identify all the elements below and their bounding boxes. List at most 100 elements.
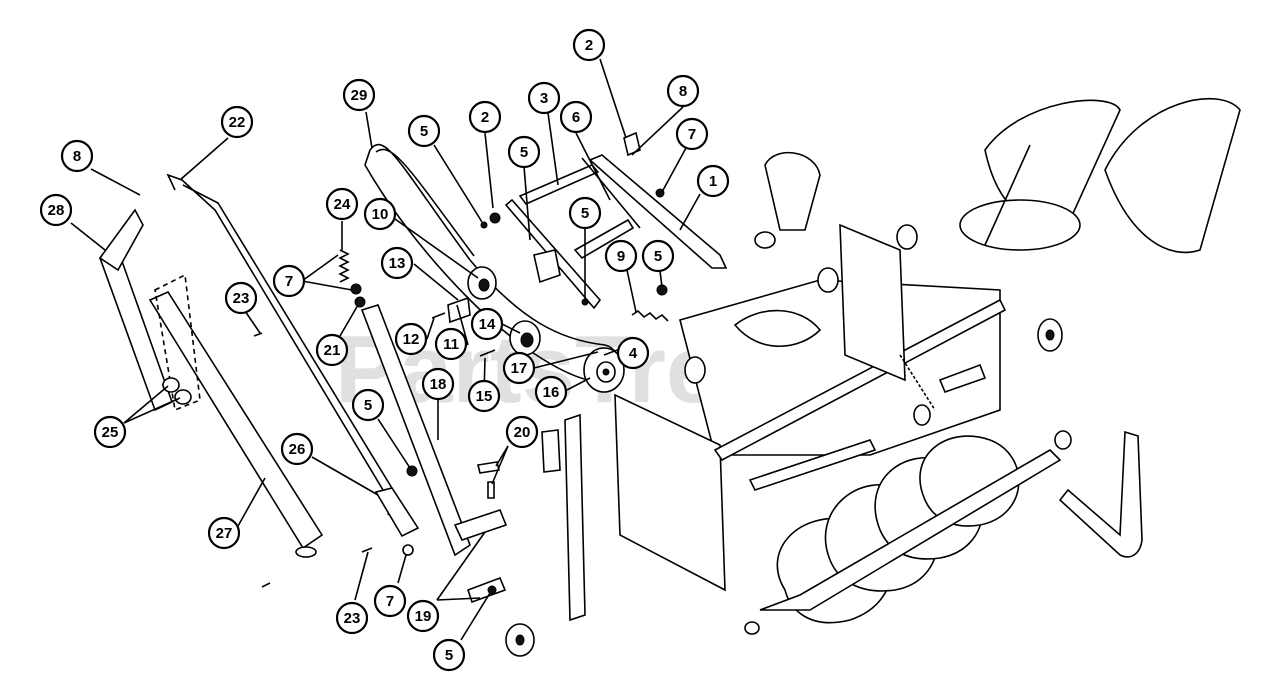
parts-artwork (98, 97, 1241, 657)
callout-26[interactable]: 26 (280, 432, 314, 466)
callout-5-b[interactable]: 5 (507, 135, 541, 169)
sprocket-top (817, 267, 839, 293)
callout-7-a-label: 7 (285, 273, 293, 290)
callout-24-label: 24 (334, 196, 351, 213)
callout-16-label: 16 (543, 384, 560, 401)
callout-5-a[interactable]: 5 (407, 114, 441, 148)
washer-25b (174, 389, 192, 405)
callout-18[interactable]: 18 (421, 367, 455, 401)
washer-7-lower (402, 544, 414, 556)
callout-7-a[interactable]: 7 (272, 264, 306, 298)
callout-2-left[interactable]: 2 (468, 100, 502, 134)
callout-16[interactable]: 16 (534, 375, 568, 409)
pin-23-lower (361, 547, 373, 553)
callout-2-top[interactable]: 2 (572, 28, 606, 62)
callout-4[interactable]: 4 (616, 336, 650, 370)
callout-20[interactable]: 20 (505, 415, 539, 449)
callout-22[interactable]: 22 (220, 105, 254, 139)
callout-8-right-label: 8 (679, 83, 687, 100)
leader-6 (575, 132, 611, 201)
callout-4-label: 4 (629, 345, 638, 362)
bolt-12 (431, 312, 446, 319)
leader-5-b (523, 165, 531, 241)
leader-3 (547, 112, 559, 186)
callout-5-c[interactable]: 5 (568, 196, 602, 230)
leader-29 (365, 111, 373, 149)
callout-22-label: 22 (229, 114, 246, 131)
auger-nut (744, 621, 760, 635)
callout-27[interactable]: 27 (207, 516, 241, 550)
nut-2-left (489, 212, 501, 224)
callout-13[interactable]: 13 (380, 246, 414, 280)
callout-23-bottom[interactable]: 23 (335, 601, 369, 635)
callout-9[interactable]: 9 (604, 239, 638, 273)
pulley-14-hub (520, 332, 534, 348)
callout-7-b-label: 7 (688, 126, 696, 143)
callout-23-top[interactable]: 23 (224, 281, 258, 315)
callout-9-label: 9 (617, 248, 625, 265)
callout-19[interactable]: 19 (406, 599, 440, 633)
chute-base-ring (959, 199, 1081, 251)
leader-19-b (436, 597, 481, 601)
callout-5-e-label: 5 (364, 397, 372, 414)
callout-10[interactable]: 10 (363, 197, 397, 231)
callout-3[interactable]: 3 (527, 81, 561, 115)
callout-7-b[interactable]: 7 (675, 117, 709, 151)
callout-17[interactable]: 17 (502, 351, 536, 385)
spring-9 (631, 309, 669, 322)
callout-24[interactable]: 24 (325, 187, 359, 221)
leader-5-f (460, 592, 491, 641)
callout-5-d[interactable]: 5 (641, 239, 675, 273)
callout-5-f[interactable]: 5 (432, 638, 466, 672)
callout-8-right[interactable]: 8 (666, 74, 700, 108)
leader-13 (413, 263, 459, 301)
spring-assembly (338, 249, 366, 308)
main-housing (614, 223, 1063, 592)
callout-21[interactable]: 21 (315, 333, 349, 367)
leader-5-a (433, 144, 483, 223)
callout-10-label: 10 (372, 206, 389, 223)
callout-12-label: 12 (403, 331, 420, 348)
callout-28[interactable]: 28 (39, 193, 73, 227)
slot-plate (541, 429, 561, 473)
callout-15[interactable]: 15 (467, 379, 501, 413)
callout-5-e[interactable]: 5 (351, 388, 385, 422)
bolt-20b (487, 481, 495, 499)
bolt-2-top (623, 131, 641, 157)
leader-7-a2 (301, 280, 353, 291)
leader-19-a (436, 531, 486, 601)
chute-deflector (1104, 97, 1241, 254)
callout-25[interactable]: 25 (93, 415, 127, 449)
leader-21 (339, 304, 359, 337)
housing-body (679, 279, 1001, 456)
wheel-right-hub (1045, 329, 1055, 341)
callout-25-label: 25 (102, 424, 119, 441)
pin-bottom-left (261, 582, 271, 588)
callout-11[interactable]: 11 (434, 327, 468, 361)
bracket-19-upper (453, 509, 508, 541)
callout-14[interactable]: 14 (470, 307, 504, 341)
nut-5-mid (406, 465, 418, 477)
chute-bracket (764, 151, 821, 231)
callout-8-left[interactable]: 8 (60, 139, 94, 173)
callout-29[interactable]: 29 (342, 78, 376, 112)
callout-6[interactable]: 6 (559, 100, 593, 134)
bracket-28 (98, 208, 144, 272)
leader-27 (237, 477, 266, 527)
washer-25a (162, 377, 180, 393)
spring-24 (338, 249, 350, 283)
callout-12[interactable]: 12 (394, 322, 428, 356)
callout-1-label: 1 (709, 173, 717, 190)
lever-1 (588, 154, 728, 269)
callout-1[interactable]: 1 (696, 164, 730, 198)
callout-5-d-label: 5 (654, 248, 662, 265)
leader-14 (501, 323, 521, 334)
callout-5-f-label: 5 (445, 647, 453, 664)
callout-14-label: 14 (479, 316, 496, 333)
bolt-15 (479, 349, 496, 357)
rod-end-26 (374, 487, 420, 538)
skid-shoe-left (564, 413, 586, 622)
callout-7-c-label: 7 (386, 593, 394, 610)
callout-7-c[interactable]: 7 (373, 584, 407, 618)
